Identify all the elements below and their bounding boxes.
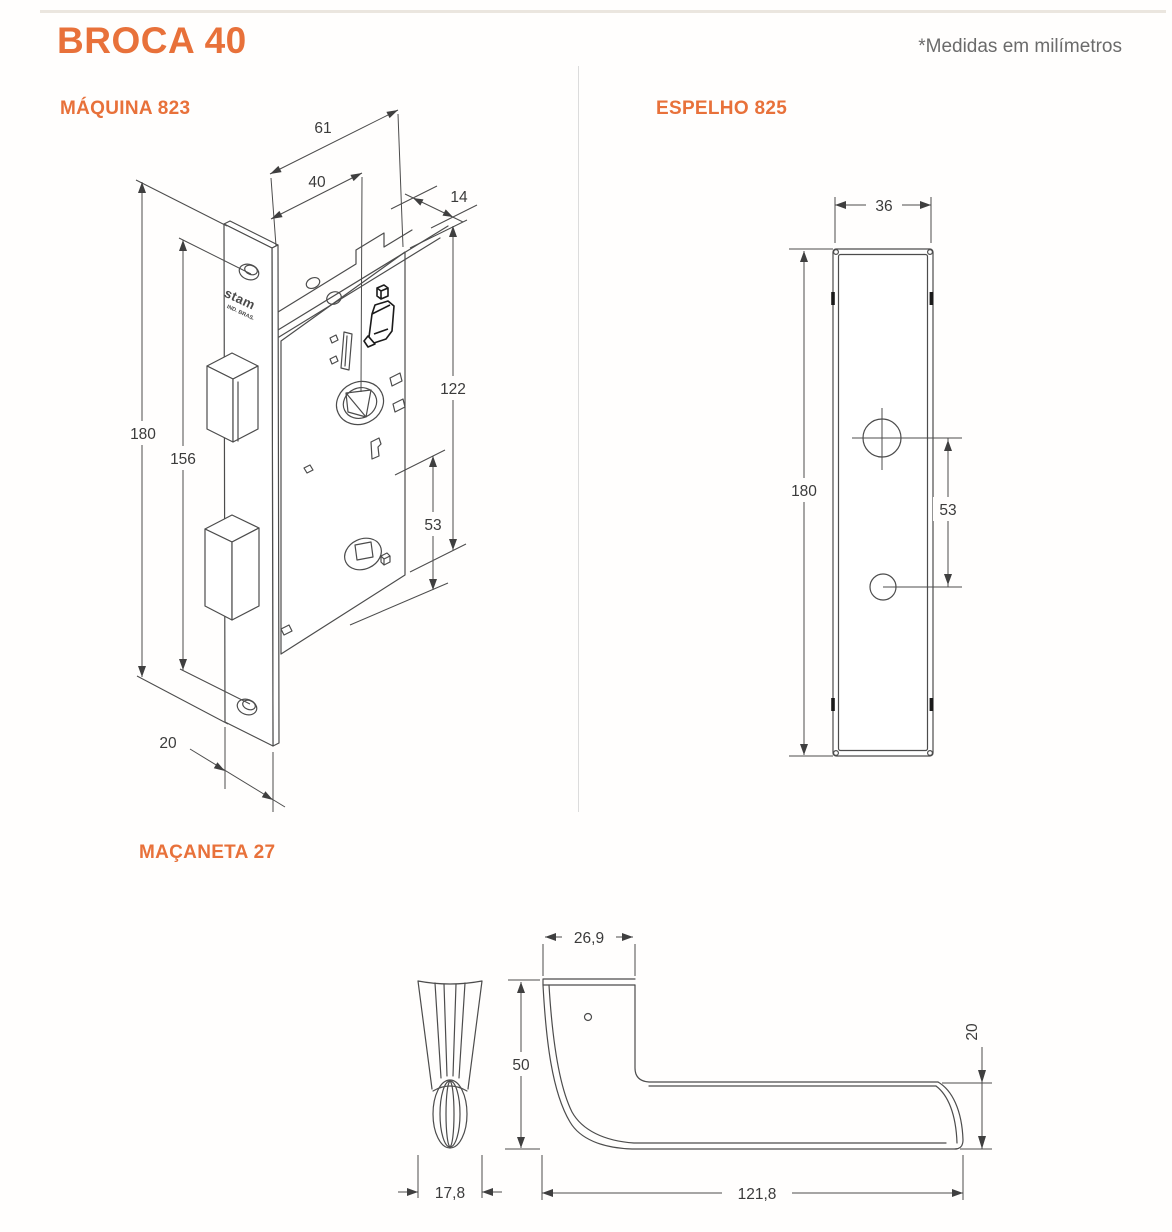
units-note: *Medidas em milímetros — [918, 36, 1122, 57]
dim-faceplate-width: 20 — [159, 735, 177, 752]
dim-hole-distance: 53 — [939, 502, 956, 519]
section-title-maquina: MÁQUINA 823 — [60, 98, 191, 119]
dim-plate-height: 180 — [791, 483, 817, 500]
maquina-823-drawing: stam IND. BRAS. 61 40 14 122 53 — [127, 109, 478, 812]
page-title: BROCA 40 — [57, 20, 247, 61]
dim-screw-distance: 156 — [170, 451, 196, 468]
dim-plate-width: 36 — [875, 198, 892, 215]
vertical-divider — [578, 66, 579, 812]
dim-case-height: 122 — [440, 381, 466, 398]
dim-cylinder-distance: 53 — [424, 517, 441, 534]
dim-neck-width: 26,9 — [574, 930, 604, 947]
dim-length: 121,8 — [738, 1186, 777, 1203]
dim-case-depth: 14 — [450, 189, 468, 206]
dim-height: 50 — [512, 1057, 530, 1074]
macaneta-27-drawing: 17,8 50 26,9 20 121,8 — [398, 926, 992, 1204]
dim-backset: 40 — [308, 174, 326, 191]
dim-front-width: 17,8 — [435, 1185, 465, 1202]
dim-faceplate-height: 180 — [130, 426, 156, 443]
espelho-825-drawing: 36 180 53 — [786, 194, 963, 757]
section-title-macaneta: MAÇANETA 27 — [139, 842, 276, 863]
dim-thickness: 20 — [964, 1023, 981, 1041]
top-divider-rule — [40, 10, 1166, 13]
section-title-espelho: ESPELHO 825 — [656, 98, 788, 119]
dim-total-width: 61 — [314, 120, 331, 137]
